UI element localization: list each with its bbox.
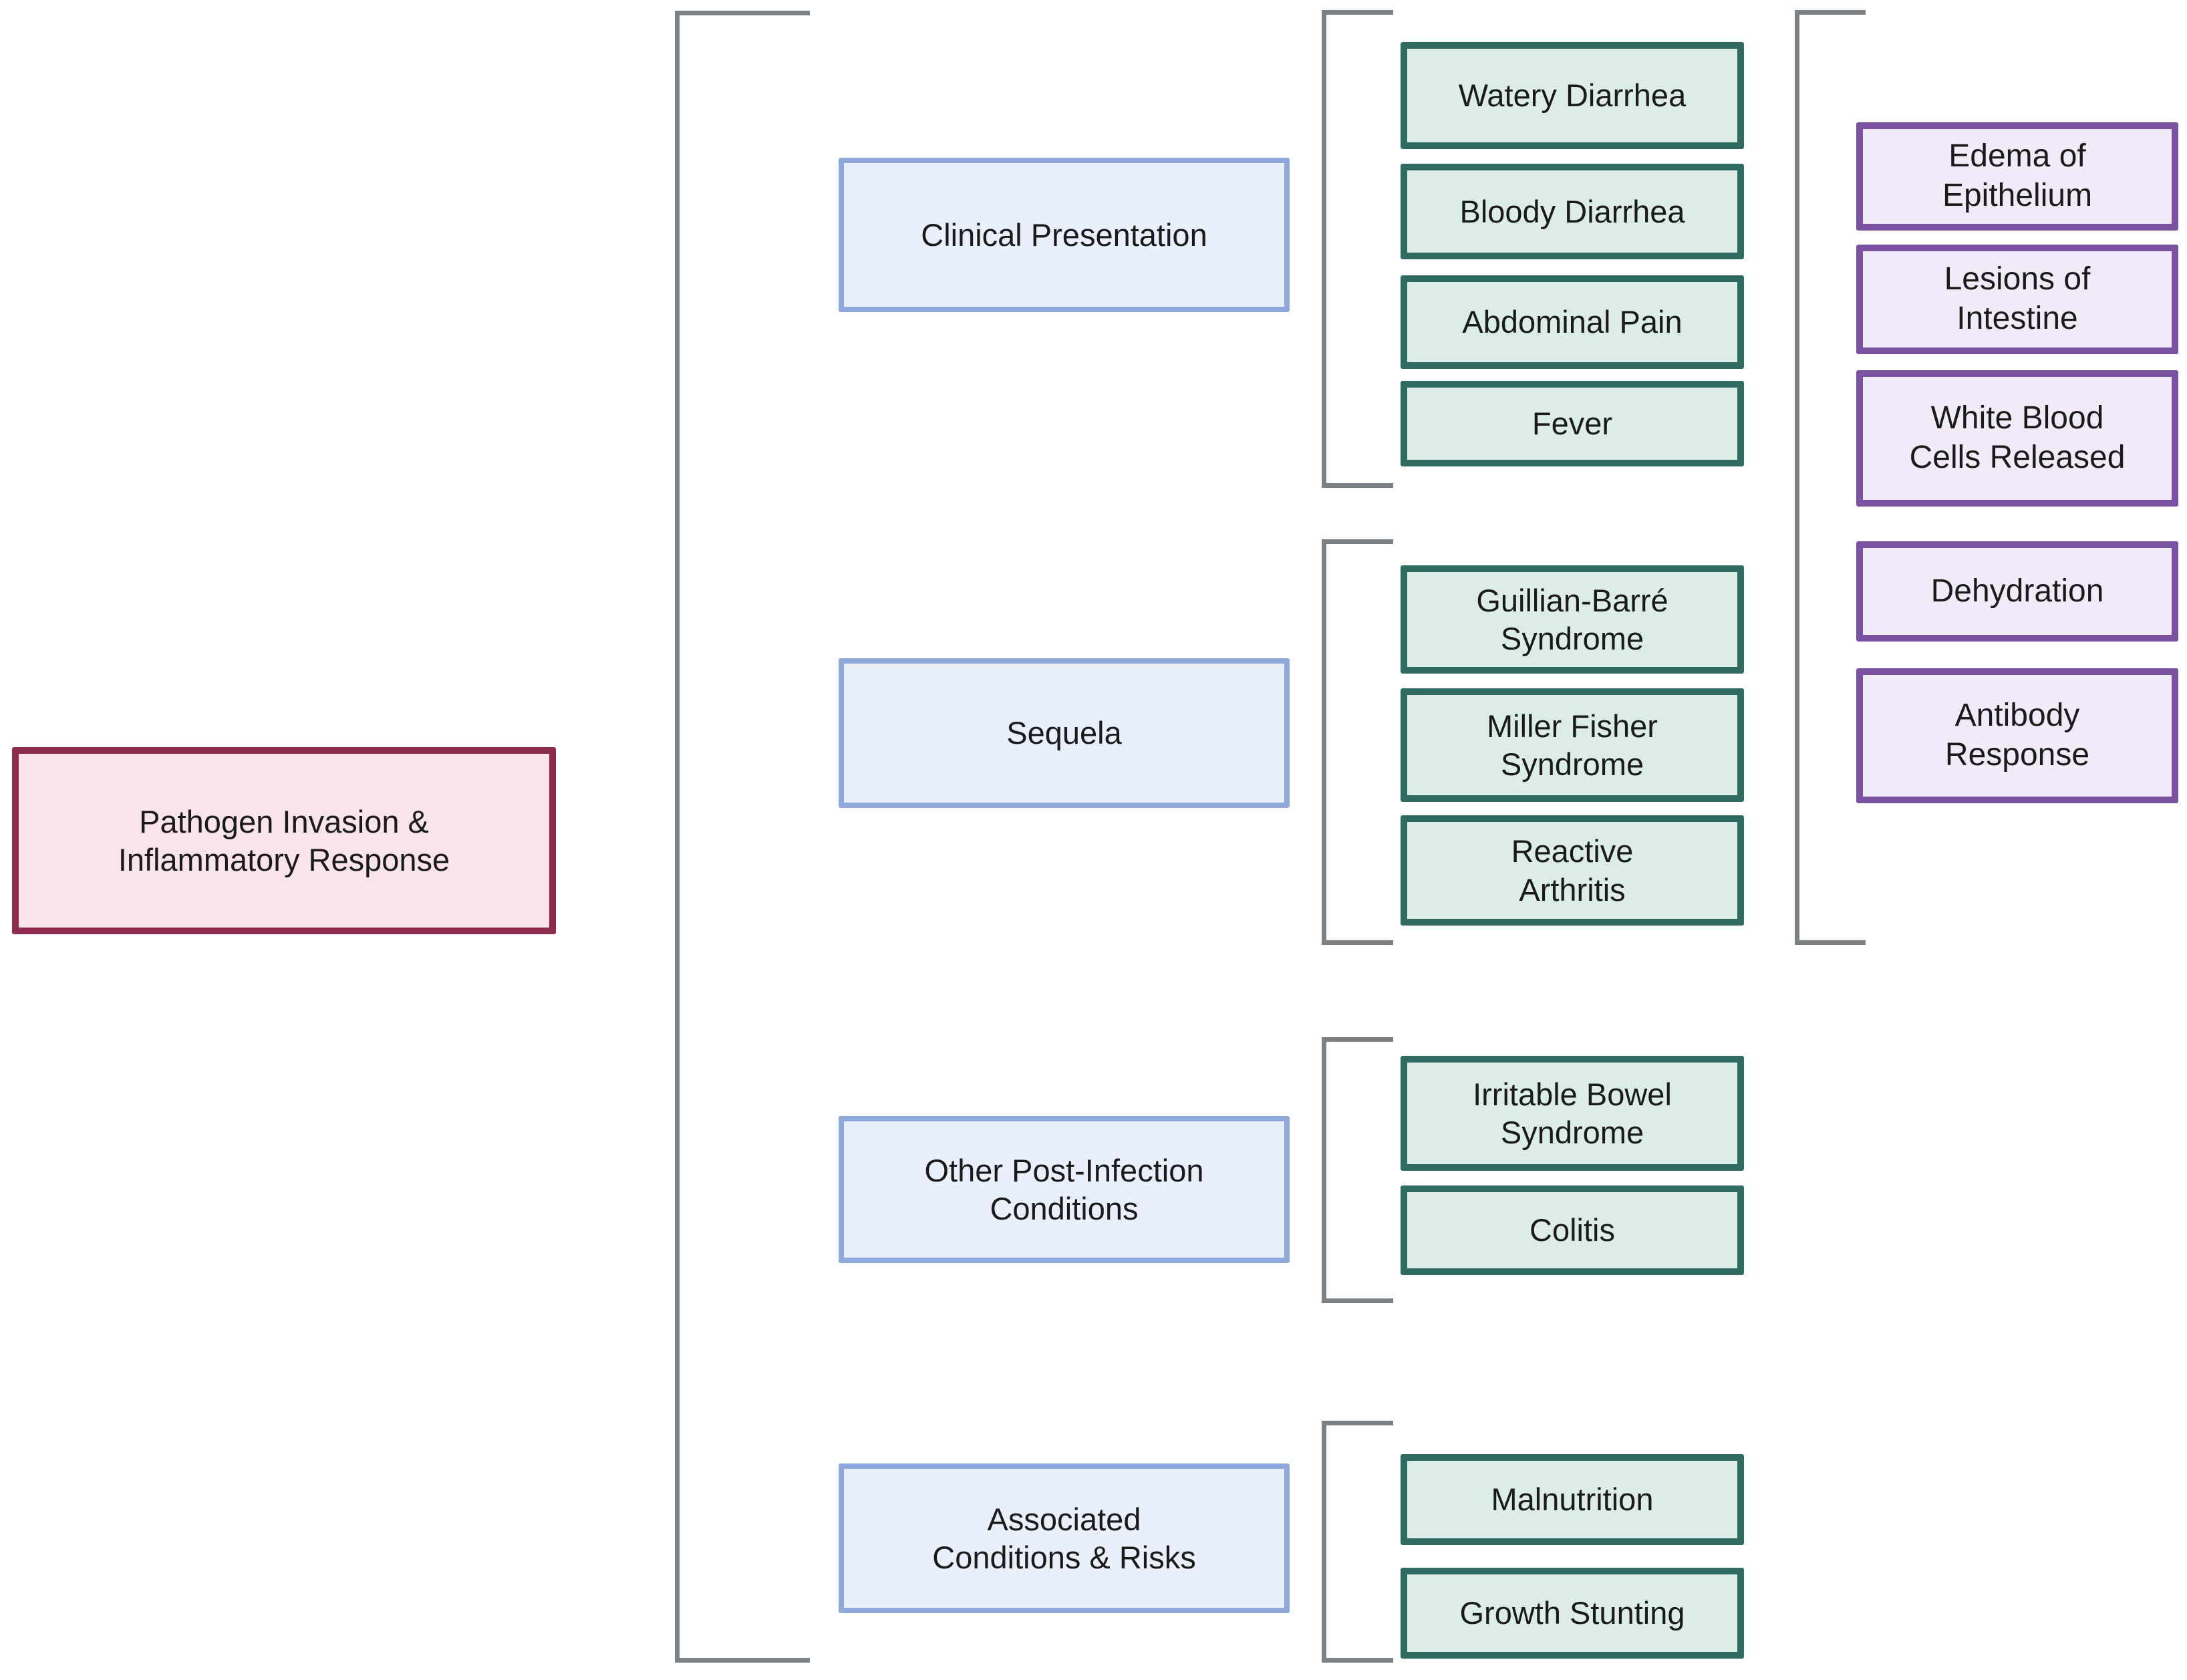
bracket-other-conditions-vertical xyxy=(1322,1037,1326,1303)
bracket-sequela-vertical xyxy=(1322,539,1326,945)
category-label: Associated Conditions & Risks xyxy=(932,1501,1196,1575)
node-outcome-lesions-of-intestine: Lesions of Intestine xyxy=(1856,245,2178,354)
category-label: Other Post-Infection Conditions xyxy=(924,1152,1204,1226)
bracket-sequela-bottom-stub xyxy=(1322,940,1393,945)
bracket-main-vertical xyxy=(675,11,680,1663)
bracket-associated-vertical xyxy=(1322,1421,1326,1663)
node-pathogen-invasion: Pathogen Invasion & Inflammatory Respons… xyxy=(12,747,556,934)
outcome-label: Edema of Epithelium xyxy=(1942,138,2093,213)
node-item-colitis: Colitis xyxy=(1401,1185,1744,1275)
node-outcome-white-blood-cells-released: White Blood Cells Released xyxy=(1856,370,2178,507)
item-label: Growth Stunting xyxy=(1459,1595,1685,1631)
node-item-fever: Fever xyxy=(1401,381,1744,466)
bracket-main-top-stub xyxy=(675,11,810,15)
item-label: Miller Fisher Syndrome xyxy=(1487,708,1658,782)
bracket-associated-top-stub xyxy=(1322,1421,1393,1425)
bracket-clinical-top-stub xyxy=(1322,10,1393,15)
bracket-clinical-vertical xyxy=(1322,10,1326,488)
node-item-bloody-diarrhea: Bloody Diarrhea xyxy=(1401,164,1744,259)
node-item-reactive-arthritis: Reactive Arthritis xyxy=(1401,815,1744,926)
bracket-outcomes-bottom-stub xyxy=(1795,940,1866,945)
bracket-outcomes-vertical xyxy=(1795,10,1799,945)
bracket-other-conditions-bottom-stub xyxy=(1322,1298,1393,1303)
node-category-sequela: Sequela xyxy=(839,658,1290,808)
node-outcome-edema-of-epithelium: Edema of Epithelium xyxy=(1856,122,2178,231)
outcome-label: Dehydration xyxy=(1930,573,2104,609)
item-label: Reactive Arthritis xyxy=(1511,833,1634,907)
node-item-miller-fisher-syndrome: Miller Fisher Syndrome xyxy=(1401,688,1744,802)
node-outcome-antibody-response: Antibody Response xyxy=(1856,668,2178,803)
item-label: Guillian-Barré Syndrome xyxy=(1476,582,1668,656)
outcome-label: Lesions of Intestine xyxy=(1944,261,2091,336)
category-label: Sequela xyxy=(1006,715,1122,751)
outcome-label: Antibody Response xyxy=(1944,698,2090,773)
bracket-other-conditions-top-stub xyxy=(1322,1037,1393,1042)
bracket-sequela-top-stub xyxy=(1322,539,1393,544)
item-label: Watery Diarrhea xyxy=(1458,78,1687,114)
bracket-outcomes-top-stub xyxy=(1795,10,1866,15)
bracket-main-bottom-stub xyxy=(675,1658,810,1663)
item-label: Fever xyxy=(1532,406,1613,442)
bracket-associated-bottom-stub xyxy=(1322,1658,1393,1663)
item-label: Abdominal Pain xyxy=(1462,304,1683,340)
node-category-other-post-infection-conditions: Other Post-Infection Conditions xyxy=(839,1116,1290,1263)
node-item-malnutrition: Malnutrition xyxy=(1401,1454,1744,1545)
item-label: Malnutrition xyxy=(1491,1482,1654,1518)
item-label: Irritable Bowel Syndrome xyxy=(1473,1076,1672,1150)
node-item-guillian-barre-syndrome: Guillian-Barré Syndrome xyxy=(1401,565,1744,674)
node-item-abdominal-pain: Abdominal Pain xyxy=(1401,275,1744,369)
node-category-clinical-presentation: Clinical Presentation xyxy=(839,158,1290,312)
bracket-clinical-bottom-stub xyxy=(1322,483,1393,488)
node-item-watery-diarrhea: Watery Diarrhea xyxy=(1401,42,1744,149)
category-label: Clinical Presentation xyxy=(921,217,1207,253)
outcome-label: White Blood Cells Released xyxy=(1909,400,2126,475)
item-label: Bloody Diarrhea xyxy=(1459,193,1685,229)
node-outcome-dehydration: Dehydration xyxy=(1856,541,2178,642)
node-category-associated-conditions-risks: Associated Conditions & Risks xyxy=(839,1463,1290,1613)
node-item-irritable-bowel-syndrome: Irritable Bowel Syndrome xyxy=(1401,1056,1744,1171)
node-item-growth-stunting: Growth Stunting xyxy=(1401,1568,1744,1659)
item-label: Colitis xyxy=(1529,1212,1615,1248)
node-pathogen-invasion-label: Pathogen Invasion & Inflammatory Respons… xyxy=(118,803,450,877)
